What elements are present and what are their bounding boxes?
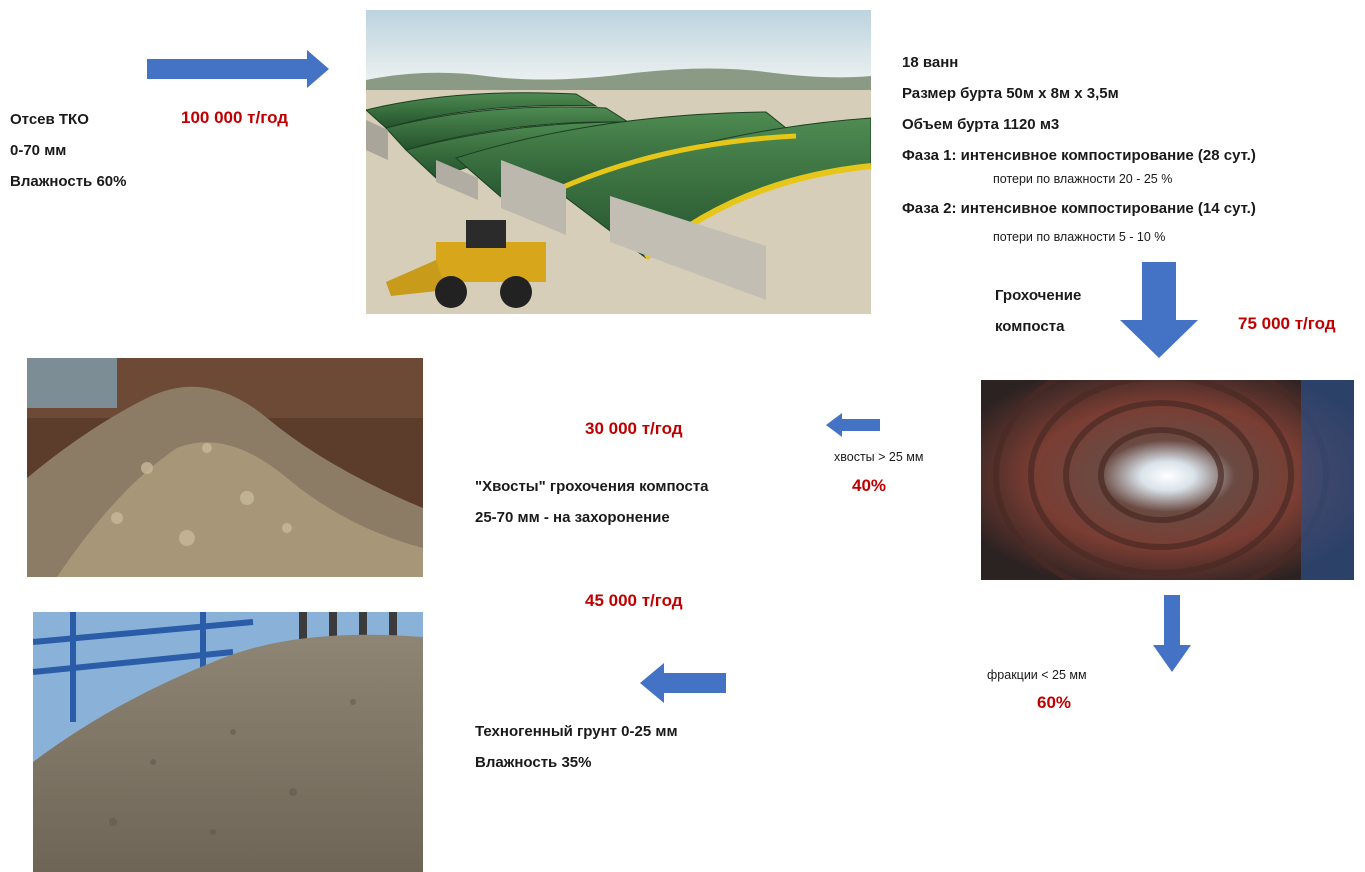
fines-throughput: 45 000 т/год [585,591,683,610]
fines-line-1: Техногенный грунт 0-25 мм [475,723,678,740]
input-line-2: 0-70 мм [10,142,67,159]
fines-description: Техногенный грунт 0-25 мм Влажность 35% [475,716,678,778]
phase-1: Фаза 1: интенсивное компостирование (28 … [902,147,1256,164]
fines-fraction-label: фракции < 25 мм [987,668,1087,682]
tails-throughput: 30 000 т/год [585,419,683,438]
arrow-left-small-icon [826,413,880,437]
screening-description: Грохочение компоста [995,280,1081,342]
composting-facility-photo [366,10,871,314]
composting-line-2: Размер бурта 50м х 8м х 3,5м [902,85,1119,102]
composting-description: 18 ванн Размер бурта 50м х 8м х 3,5м Объ… [902,47,1256,171]
input-description: Отсев ТКО 0-70 мм Влажность 60% [10,104,126,197]
input-line-3: Влажность 60% [10,173,127,190]
phase-2-loss: потери по влажности 5 - 10 % [993,230,1166,244]
tails-fraction-percent: 40% [852,476,887,495]
phase-1-loss: потери по влажности 20 - 25 % [993,172,1173,186]
composting-line-3: Объем бурта 1120 м3 [902,116,1060,133]
screening-line-1: Грохочение [995,287,1082,304]
tails-description: "Хвосты" грохочения компоста 25-70 мм - … [475,471,709,533]
composting-line-1: 18 ванн [902,54,959,71]
tails-line-1: "Хвосты" грохочения компоста [475,478,709,495]
arrow-right-icon [147,50,329,88]
arrow-left-icon [640,663,726,703]
fines-line-2: Влажность 35% [475,754,592,771]
input-line-1: Отсев ТКО [10,111,89,128]
drum-screen-photo [981,380,1354,580]
arrow-down-small-icon [1153,595,1191,672]
soil-pile-photo [33,612,423,872]
input-throughput: 100 000 т/год [181,108,289,127]
phase-2: Фаза 2: интенсивное компостирование (14 … [902,200,1256,217]
fines-fraction-percent: 60% [1037,693,1072,712]
tailings-pile-photo [27,358,423,577]
screening-line-2: компоста [995,318,1065,335]
arrow-down-large-icon [1120,262,1198,358]
tails-line-2: 25-70 мм - на захоронение [475,509,670,526]
tails-fraction-label: хвосты > 25 мм [834,450,924,464]
screening-throughput: 75 000 т/год [1238,314,1336,333]
